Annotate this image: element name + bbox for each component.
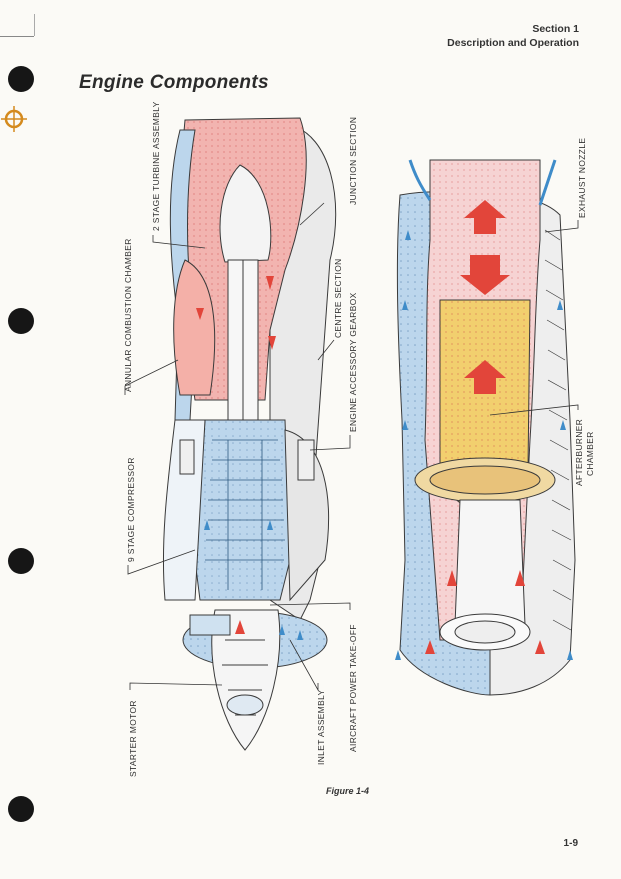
page-number: 1-9	[563, 838, 578, 849]
binder-hole	[8, 796, 34, 822]
label-gearbox: ENGINE ACCESSORY GEARBOX	[348, 292, 358, 432]
label-combustion: ANNULAR COMBUSTION CHAMBER	[123, 238, 133, 392]
section-label: Section 1	[532, 23, 579, 35]
figure-caption: Figure 1-4	[326, 786, 370, 796]
afterburner-cutaway	[395, 159, 576, 696]
label-afterburner-chamber: CHAMBER	[585, 431, 595, 476]
label-afterburner: AFTERBURNER	[574, 418, 584, 486]
leader-lines	[124, 202, 579, 692]
label-junction: JUNCTION SECTION	[348, 116, 358, 205]
label-power: AIRCRAFT POWER TAKE-OFF	[348, 624, 358, 752]
section-subtitle: Description and Operation	[447, 37, 579, 49]
page-title: Engine Components	[79, 72, 269, 93]
binder-hole	[8, 308, 34, 334]
label-centre: CENTRE SECTION	[333, 258, 343, 338]
crop-mark	[0, 36, 34, 37]
core-engine-cutaway	[162, 117, 337, 751]
label-starter: STARTER MOTOR	[128, 700, 138, 777]
binder-hole	[8, 548, 34, 574]
binder-hole	[8, 66, 34, 92]
label-turbine: 2 STAGE TURBINE ASSEMBLY	[151, 101, 161, 231]
label-inlet: INLET ASSEMBLY	[316, 689, 326, 765]
label-nozzle: EXHAUST NOZZLE	[577, 137, 587, 218]
crop-mark	[34, 14, 35, 36]
registration-mark-icon	[1, 106, 27, 132]
label-compressor: 9 STAGE COMPRESSOR	[126, 457, 136, 562]
page-header: Section 1 Description and Operation	[447, 22, 579, 50]
